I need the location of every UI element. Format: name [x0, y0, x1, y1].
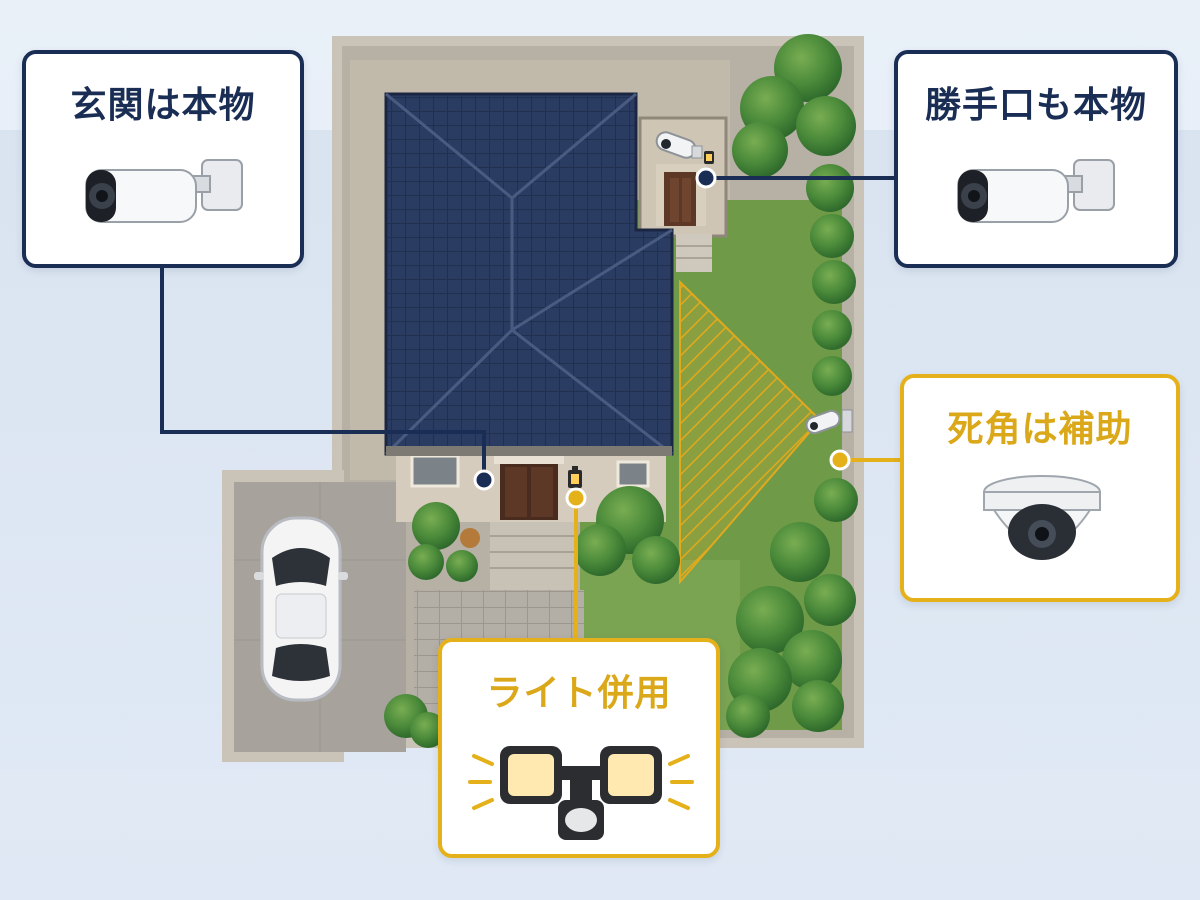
light-marker — [565, 487, 587, 509]
back-door-camera-icon — [655, 131, 703, 159]
callout-front-door-title: 玄関は本物 — [70, 85, 256, 126]
front-door-marker — [473, 469, 495, 491]
back-door-light-icon — [704, 151, 714, 164]
tree-line — [384, 34, 858, 748]
house-roof — [384, 92, 674, 456]
callout-with-light-title: ライト併用 — [486, 673, 672, 714]
dome-camera-icon — [983, 475, 1101, 560]
callout-blind-spot-title: 死角は補助 — [947, 409, 1133, 450]
back-door-marker — [695, 167, 717, 189]
bullet-camera-icon — [957, 159, 1115, 223]
side-camera-icon — [805, 409, 853, 435]
bullet-camera-icon — [85, 159, 243, 223]
floodlight-icon — [468, 746, 694, 840]
callout-front-door: 玄関は本物 — [22, 50, 304, 268]
blind-spot-coverage-zone — [679, 279, 822, 585]
callout-back-door-title: 勝手口も本物 — [924, 85, 1147, 126]
callout-back-door: 勝手口も本物 — [894, 50, 1178, 268]
blind-spot-marker — [829, 449, 851, 471]
callout-blind-spot: 死角は補助 — [900, 374, 1180, 602]
porch-light-icon — [568, 466, 582, 488]
callout-with-light: ライト併用 — [438, 638, 720, 858]
parked-car — [254, 516, 348, 702]
